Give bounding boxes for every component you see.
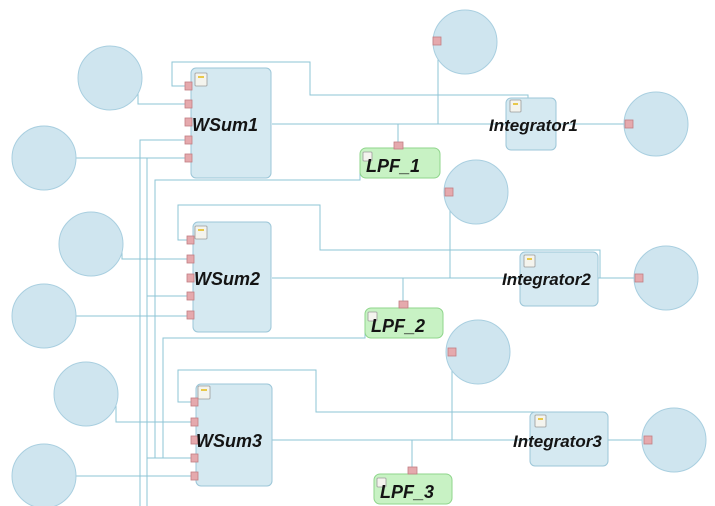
lock-icon <box>534 414 547 428</box>
lock-icon <box>367 311 378 322</box>
wire-node-a-wsum1 <box>137 80 188 105</box>
integrator2-label: Integrator2 <box>502 270 591 289</box>
port-icon[interactable] <box>447 347 457 357</box>
wires <box>44 40 648 506</box>
circle-node-icon[interactable] <box>432 9 498 75</box>
port-icon[interactable] <box>444 187 454 197</box>
port-icon[interactable] <box>186 254 195 264</box>
integrator3-block[interactable]: Integrator3 <box>513 411 653 467</box>
circle-node-icon[interactable] <box>623 91 689 157</box>
wsum2-label: WSum2 <box>194 269 260 289</box>
port-icon[interactable] <box>186 310 195 320</box>
nodes <box>11 9 707 506</box>
lpf2-block[interactable]: LPF_2 <box>364 300 444 339</box>
port-icon[interactable] <box>634 273 644 283</box>
port-icon[interactable] <box>432 36 442 46</box>
circle-node-icon[interactable] <box>58 211 124 277</box>
wire-wsum2-feedback <box>177 204 601 278</box>
circle-node-icon[interactable] <box>641 407 707 473</box>
lock-icon <box>362 151 373 162</box>
port-icon[interactable] <box>398 300 409 309</box>
port-icon[interactable] <box>184 81 193 91</box>
port-icon[interactable] <box>407 466 418 475</box>
wire-node-c-wsum2 <box>121 246 190 260</box>
integrator2-block[interactable]: Integrator2 <box>502 251 644 307</box>
lpf1-label: LPF_1 <box>366 156 420 176</box>
port-icon[interactable] <box>624 119 634 129</box>
circle-node-icon[interactable] <box>53 361 119 427</box>
wsum1-block[interactable]: WSum1 <box>184 67 272 179</box>
port-icon[interactable] <box>190 435 199 445</box>
port-icon[interactable] <box>643 435 653 445</box>
bus-line-2 <box>146 295 190 506</box>
integrator3-label: Integrator3 <box>513 432 602 451</box>
wsum3-label: WSum3 <box>196 431 262 451</box>
port-icon[interactable] <box>184 99 193 109</box>
port-icon[interactable] <box>190 471 199 481</box>
lpf1-block[interactable]: LPF_1 <box>359 141 441 179</box>
lpf3-label: LPF_3 <box>380 482 434 502</box>
circle-node-icon[interactable] <box>445 319 511 385</box>
circle-node-icon[interactable] <box>633 245 699 311</box>
wire-node-e-wsum3 <box>115 405 194 423</box>
circle-node-icon[interactable] <box>11 283 77 349</box>
lock-icon <box>376 477 387 488</box>
lpf3-block[interactable]: LPF_3 <box>373 466 453 505</box>
bus-line-6 <box>146 157 188 296</box>
wsum2-block[interactable]: WSum2 <box>186 221 272 333</box>
lock-icon <box>194 72 208 87</box>
wire-wsum1-feedback <box>171 61 529 104</box>
lock-icon <box>194 225 208 240</box>
port-icon[interactable] <box>184 117 193 127</box>
bus-line-1 <box>139 139 188 506</box>
wsum3-block[interactable]: WSum3 <box>190 383 273 487</box>
port-icon[interactable] <box>393 141 404 150</box>
lock-icon <box>523 254 536 268</box>
circle-node-icon[interactable] <box>77 45 143 111</box>
port-icon[interactable] <box>184 153 193 163</box>
port-icon[interactable] <box>190 453 199 463</box>
wsum1-label: WSum1 <box>192 115 258 135</box>
port-icon[interactable] <box>186 291 195 301</box>
port-icon[interactable] <box>186 273 195 283</box>
integrator1-block[interactable]: Integrator1 <box>489 97 634 151</box>
circle-node-icon[interactable] <box>11 125 77 191</box>
wire-wsum3-feedback <box>177 369 540 413</box>
lpf2-label: LPF_2 <box>371 316 425 336</box>
circle-node-icon[interactable] <box>11 443 77 506</box>
port-icon[interactable] <box>190 397 199 407</box>
port-icon[interactable] <box>186 235 195 245</box>
lock-icon <box>509 99 522 113</box>
port-icon[interactable] <box>184 135 193 145</box>
port-icon[interactable] <box>190 417 199 427</box>
lock-icon <box>197 385 211 400</box>
integrator1-label: Integrator1 <box>489 116 578 135</box>
circle-node-icon[interactable] <box>443 159 509 225</box>
